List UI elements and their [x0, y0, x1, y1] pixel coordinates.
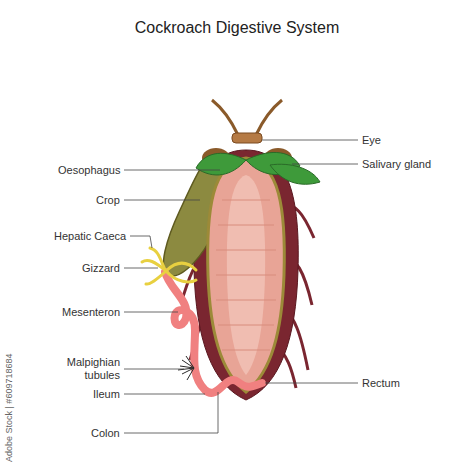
- malpighian-tubules: [178, 356, 194, 380]
- part-label: Salivary gland: [362, 158, 431, 171]
- antenna: [212, 100, 238, 135]
- part-label: Oesophagus: [58, 164, 120, 177]
- part-label: Malpighian tubules: [48, 356, 120, 382]
- watermark: Adobe Stock | #609718684: [4, 354, 15, 462]
- part-label: Hepatic Caeca: [54, 230, 126, 243]
- leader-lines: [124, 140, 358, 433]
- part-label: Gizzard: [82, 262, 120, 275]
- antenna: [256, 100, 282, 135]
- hepatic-caeca: [142, 248, 196, 284]
- part-label: Mesenteron: [62, 306, 120, 319]
- part-label: Colon: [91, 427, 120, 440]
- part-label: Crop: [96, 194, 120, 207]
- title: Cockroach Digestive System: [0, 18, 474, 38]
- intestine: [165, 272, 262, 393]
- part-label: Eye: [362, 134, 381, 147]
- part-label: Ileum: [93, 388, 120, 401]
- gut-rings: [216, 200, 276, 350]
- head: [232, 133, 262, 143]
- gut-chamber: [208, 158, 285, 392]
- leaves: [196, 152, 320, 184]
- part-label: Rectum: [362, 377, 400, 390]
